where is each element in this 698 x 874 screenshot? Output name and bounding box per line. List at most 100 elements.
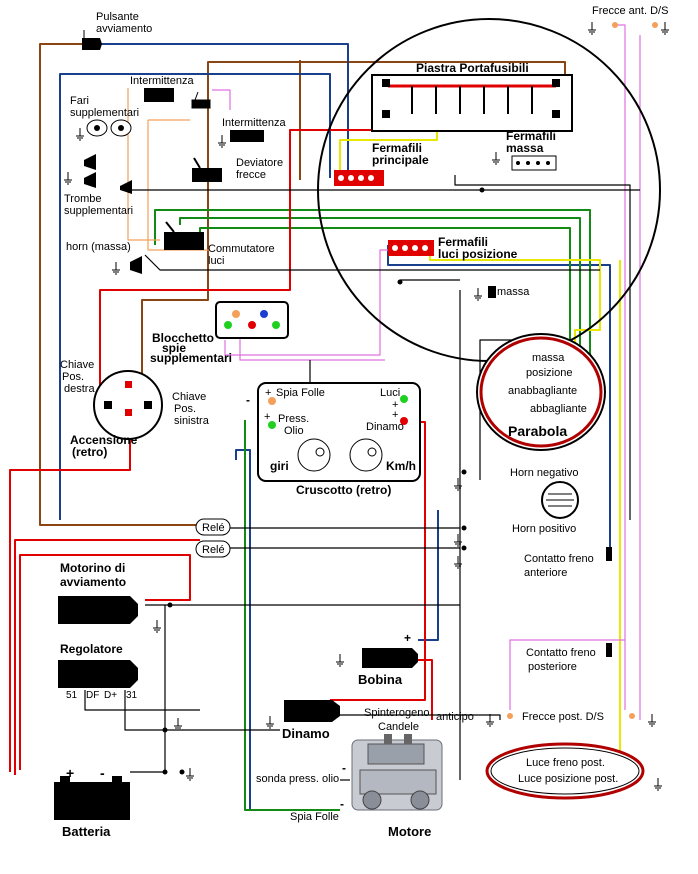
giri-label: giri [270,459,289,473]
piastra-portafusibili: Piastra Portafusibili [371,61,573,132]
wire-black [144,254,600,271]
ground-icon [486,714,494,727]
chiave-destra-label: Pos. [62,371,84,383]
fari-label: Fari [70,95,89,107]
commutatore-label: Commutatore [208,243,275,255]
horn-positivo-label: Horn positivo [512,523,576,535]
lamp-icon [652,22,658,28]
candele-label: Candele [378,721,419,733]
bobina-label: Bobina [358,672,403,687]
batteria-label: Batteria [62,824,111,839]
coil-icon [362,648,418,668]
terminal-block [511,155,557,171]
spinterogeno-label: Spinterogeno [364,707,429,719]
wire-black [335,714,501,720]
frecce-anteriori: Frecce ant. D/S [588,5,669,35]
horn-massa-label: horn (massa) [66,241,131,253]
wire-red [19,554,191,770]
parabola-item: massa [532,352,565,364]
horn-icon [84,154,96,188]
indicator-lamp [260,310,268,318]
fari-supplementari: Fari supplementari [70,95,139,141]
chiave-sinistra-label: Chiave [172,391,206,403]
switch-icon [191,91,211,109]
wire-black [84,690,200,711]
rele-label: Relé [202,522,225,534]
blocchetto-label: supplementari [150,351,232,365]
fermafili-luci-label: luci posizione [438,247,518,261]
wire-green [199,227,571,350]
bobina: + Bobina [336,631,418,687]
lamp-icon [118,125,124,131]
fermafili-luci-label: Fermafili [438,235,488,249]
terminal-block [388,240,434,256]
cruscotto: + Spia Folle + Press. Olio Luci + + Dina… [246,382,421,497]
trombe-label: Trombe [64,193,102,205]
dinamo-label: Dinamo [282,726,330,741]
ground-icon [153,620,161,633]
starter-motor-icon [58,596,138,624]
relay-icon [230,130,264,142]
frecce-ant-label: Frecce ant. D/S [592,5,668,17]
press-olio-label: Olio [284,425,304,437]
intermittenza-1: Intermittenza [130,75,211,109]
fuse [382,110,390,118]
indicator-lamp [400,417,408,425]
frecce-post-label: Frecce post. D/S [522,711,604,723]
chiave-sinistra-label: Pos. [174,403,196,415]
contatto-ant-label: anteriore [524,567,567,579]
battery-icon [54,782,130,820]
horn: Horn negativo Horn positivo [510,467,579,535]
blocchetto-label: spie [162,341,186,355]
wire-red [9,430,131,772]
ground-icon [112,262,120,275]
switch-icon [193,157,201,169]
horn-icon [120,180,132,194]
dynamo-icon [284,700,340,722]
regulator-icon [58,660,138,688]
ground-icon [266,716,274,729]
fermafili-massa-label: massa [506,141,544,155]
fuse-lines [411,86,533,114]
indicator-lamp [248,321,256,329]
dinamo-ind-label: Dinamo [366,421,404,433]
fuse-box [371,74,573,132]
trombe-label: supplementari [64,205,133,217]
wire-magenta [509,639,625,710]
switch-icon [606,547,612,561]
lamp-icon [612,22,618,28]
commutatore-label: luci [208,255,225,267]
fermafili-massa-label: Fermafili [506,129,556,143]
wire-orange [127,88,160,241]
reg-terminal: 51 [66,690,78,701]
reg-terminal: D+ [104,690,117,701]
ground-icon [661,22,669,35]
blocchetto-label: Blocchetto [152,331,214,345]
frecce-posteriori: Frecce post. D/S [486,711,656,727]
pulsante-label: Pulsante [96,11,139,23]
parabola-item: abbagliante [530,403,587,415]
wire-magenta [239,338,385,361]
minus-sign: - [340,797,344,811]
motorino-label: Motorino di [60,561,125,575]
ground-icon [218,135,226,148]
accensione-label: Accensione [70,433,138,447]
relay-icon [144,88,174,102]
massa-connector: massa [474,286,530,301]
pulsante-avviamento: Pulsante avviamento [82,11,152,50]
switch-icon [192,168,222,182]
misc-grounds [454,478,462,569]
contatto-freno-posteriore: Contatto freno posteriore [526,643,612,673]
ground-icon [588,22,596,35]
minus-sign: - [342,761,346,775]
reg-terminal: 31 [126,690,138,701]
wire-magenta [615,24,626,710]
wire-blue [100,43,349,178]
indicator-lamp [232,310,240,318]
plus-sign: + [265,387,271,399]
motorino-avviamento: Motorino di avviamento [58,561,161,633]
luce-posteriore: Luce freno post. Luce posizione post. [485,742,662,800]
fermafili-luci-posizione: Fermafili luci posizione [388,235,518,261]
switch-icon [164,232,204,250]
motore: Spinterogeno Candele anticipo sonda pres… [256,707,474,839]
